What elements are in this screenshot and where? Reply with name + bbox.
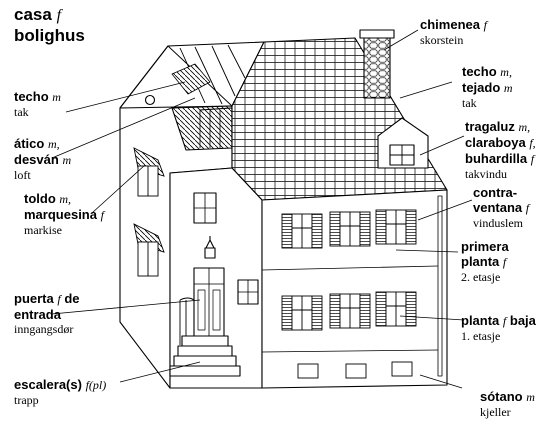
- diagram-title: casa f bolighus: [14, 5, 85, 45]
- attic-vent-icon: [144, 94, 156, 106]
- label-sotano: sótano m kjeller: [480, 389, 535, 419]
- upper-floor-windows: [281, 209, 417, 249]
- label-techo-tejado: techo m, tejado m tak: [462, 64, 513, 110]
- basement-windows: [297, 361, 413, 379]
- label-planta-baja: planta f baja 1. etasje: [461, 313, 536, 343]
- label-toldo: toldo m, marquesina f markise: [24, 191, 104, 237]
- entrance-stairs: [169, 335, 241, 377]
- side-windows-awnings: [133, 147, 165, 277]
- chimney: [363, 33, 391, 99]
- label-atico: ático m, desván m loft: [14, 136, 72, 182]
- label-primera-planta: primera planta f 2. etasje: [461, 239, 509, 284]
- label-tragaluz: tragaluz m, claraboya f, buhardilla f ta…: [465, 119, 536, 181]
- leader-lines: [51, 29, 473, 389]
- house-drawing: [119, 29, 448, 389]
- label-escaleras: escalera(s) f(pl) trapp: [14, 377, 107, 407]
- label-techo: techo m tak: [14, 89, 61, 119]
- main-tiled-roof: [231, 37, 448, 201]
- lantern-icon: [204, 236, 216, 259]
- label-chimenea: chimenea f skorstein: [420, 17, 487, 47]
- lower-floor-windows: [281, 291, 417, 331]
- drainpipe: [437, 195, 443, 377]
- label-puerta: puerta f de entrada inngangsdør: [14, 291, 80, 336]
- label-contraventana: contra- ventana f vinduslem: [473, 185, 530, 230]
